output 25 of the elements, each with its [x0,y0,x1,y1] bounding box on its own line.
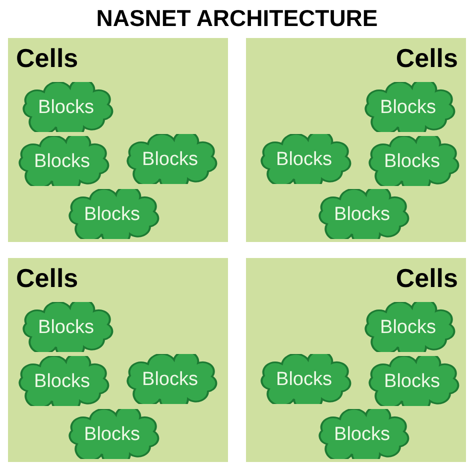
cloud-label: Blocks [276,150,332,168]
cloud-label: Blocks [142,150,198,168]
cloud-label: Blocks [84,204,140,224]
cloud-label: Blocks [84,424,140,444]
cloud-label: Blocks [34,152,90,170]
cell-panel [8,258,228,462]
panel-heading: Cells [396,42,458,74]
panel-heading: Cells [396,262,458,294]
cell-panel [246,258,466,462]
cloud-label: Blocks [380,318,436,336]
cloud-label: Blocks [38,318,94,336]
panel-heading: Cells [16,42,78,74]
cloud-label: Blocks [34,372,90,390]
diagram-title: NASNET ARCHITECTURE [95,4,379,33]
cloud-label: Blocks [334,424,390,444]
panel-heading: Cells [16,262,78,294]
cloud-label: Blocks [276,370,332,388]
cell-panel [8,38,228,242]
cell-panel [246,38,466,242]
cloud-label: Blocks [334,204,390,224]
cloud-label: Blocks [384,372,440,390]
cloud-label: Blocks [384,152,440,170]
cloud-label: Blocks [380,98,436,116]
cloud-label: Blocks [142,370,198,388]
cloud-label: Blocks [38,98,94,116]
